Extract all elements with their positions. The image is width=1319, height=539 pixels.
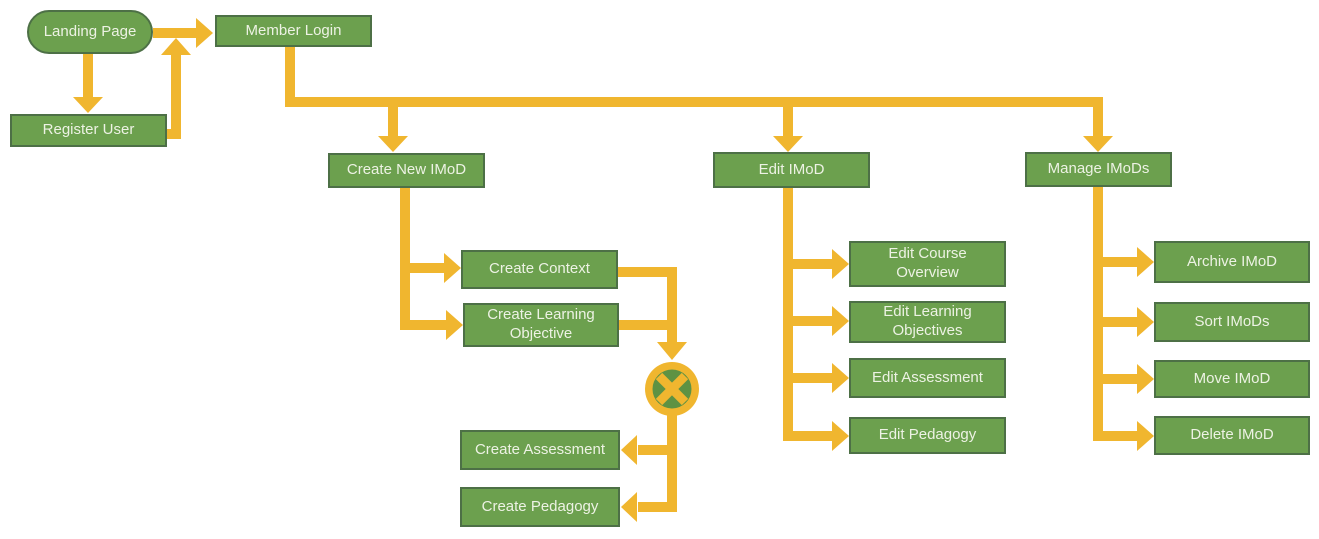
node-member-login: Member Login — [215, 15, 372, 47]
node-label: Register User — [42, 121, 135, 139]
arrow-context-to-junction — [617, 267, 687, 360]
node-label: Create Pedagogy — [481, 497, 599, 515]
node-landing-page: Landing Page — [27, 10, 153, 54]
arrow-edit-to-pedagogy — [783, 374, 849, 451]
arrow-landing-to-member-login — [153, 18, 213, 48]
node-create-assessment: Create Assessment — [460, 430, 620, 470]
arrow-create-new-to-context — [400, 188, 461, 283]
arrow-junction-to-assessment — [621, 414, 677, 465]
connector-member-login-trunk — [285, 46, 1113, 152]
arrow-manage-to-delete — [1093, 375, 1154, 451]
node-create-context: Create Context — [461, 250, 618, 289]
arrow-edit-to-course-overview — [783, 188, 849, 279]
node-create-learning-objective: Create Learning Objective — [463, 303, 619, 347]
node-label: Create New IMoD — [346, 161, 467, 179]
node-label: Edit Learning Objectives — [883, 303, 972, 339]
arrow-manage-to-archive — [1093, 187, 1154, 277]
arrow-register-to-member-login — [161, 38, 191, 139]
node-label: Landing Page — [43, 22, 137, 40]
node-archive-imod: Archive IMoD — [1154, 241, 1310, 283]
node-label: Manage IMoDs — [1047, 160, 1150, 178]
node-edit-learning-objectives: Edit Learning Objectives — [849, 301, 1006, 343]
node-label: Archive IMoD — [1186, 252, 1278, 270]
node-move-imod: Move IMoD — [1154, 360, 1310, 398]
node-register-user: Register User — [10, 114, 167, 147]
node-label: Create Assessment — [474, 440, 606, 458]
arrow-trunk-to-create-new-imod — [378, 102, 408, 152]
node-label: Sort IMoDs — [1194, 312, 1270, 330]
node-create-new-imod: Create New IMoD — [328, 153, 485, 188]
arrow-manage-to-sort — [1093, 258, 1154, 337]
node-label: Edit IMoD — [758, 160, 825, 178]
node-label: Edit Course Overview — [888, 245, 967, 281]
node-edit-assessment: Edit Assessment — [849, 358, 1006, 398]
node-label: Create Context — [489, 260, 590, 278]
arrow-create-new-to-learning-objective — [400, 264, 463, 340]
node-manage-imods: Manage IMoDs — [1025, 152, 1172, 187]
node-label: Member Login — [245, 21, 342, 39]
node-label: Move IMoD — [1193, 369, 1271, 387]
node-edit-course-overview: Edit Course Overview — [849, 241, 1006, 287]
arrow-junction-to-pedagogy — [621, 446, 677, 522]
arrow-landing-to-register — [73, 53, 103, 113]
node-create-pedagogy: Create Pedagogy — [460, 487, 620, 527]
node-delete-imod: Delete IMoD — [1154, 416, 1310, 455]
merge-junction-icon — [645, 362, 699, 416]
node-edit-imod: Edit IMoD — [713, 152, 870, 188]
node-sort-imods: Sort IMoDs — [1154, 302, 1310, 342]
node-label: Delete IMoD — [1190, 426, 1274, 444]
node-edit-pedagogy: Edit Pedagogy — [849, 417, 1006, 454]
arrow-trunk-to-edit-imod — [773, 102, 803, 152]
node-label: Edit Assessment — [872, 368, 983, 386]
node-label: Create Learning Objective — [487, 306, 595, 342]
node-label: Edit Pedagogy — [878, 426, 977, 444]
